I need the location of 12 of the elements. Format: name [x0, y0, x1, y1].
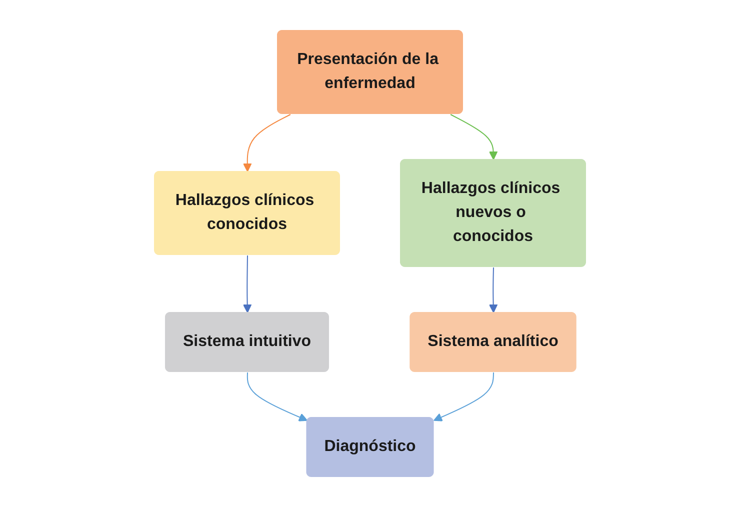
arrow	[242, 114, 290, 172]
node-box: Diagnóstico	[306, 416, 434, 476]
arrow	[450, 114, 498, 160]
arrow	[488, 266, 498, 312]
node-box: Sistema analítico	[409, 312, 576, 372]
node-box: Hallazgos clínicos conocidos	[154, 170, 340, 254]
arrow	[432, 372, 494, 421]
node-box: Presentación de la enfermedad	[276, 30, 462, 114]
arrow	[246, 372, 308, 421]
arrow	[242, 254, 252, 312]
node-box: Hallazgos clínicos nuevos o conocidos	[400, 158, 586, 266]
node-box: Sistema intuitivo	[164, 312, 329, 372]
